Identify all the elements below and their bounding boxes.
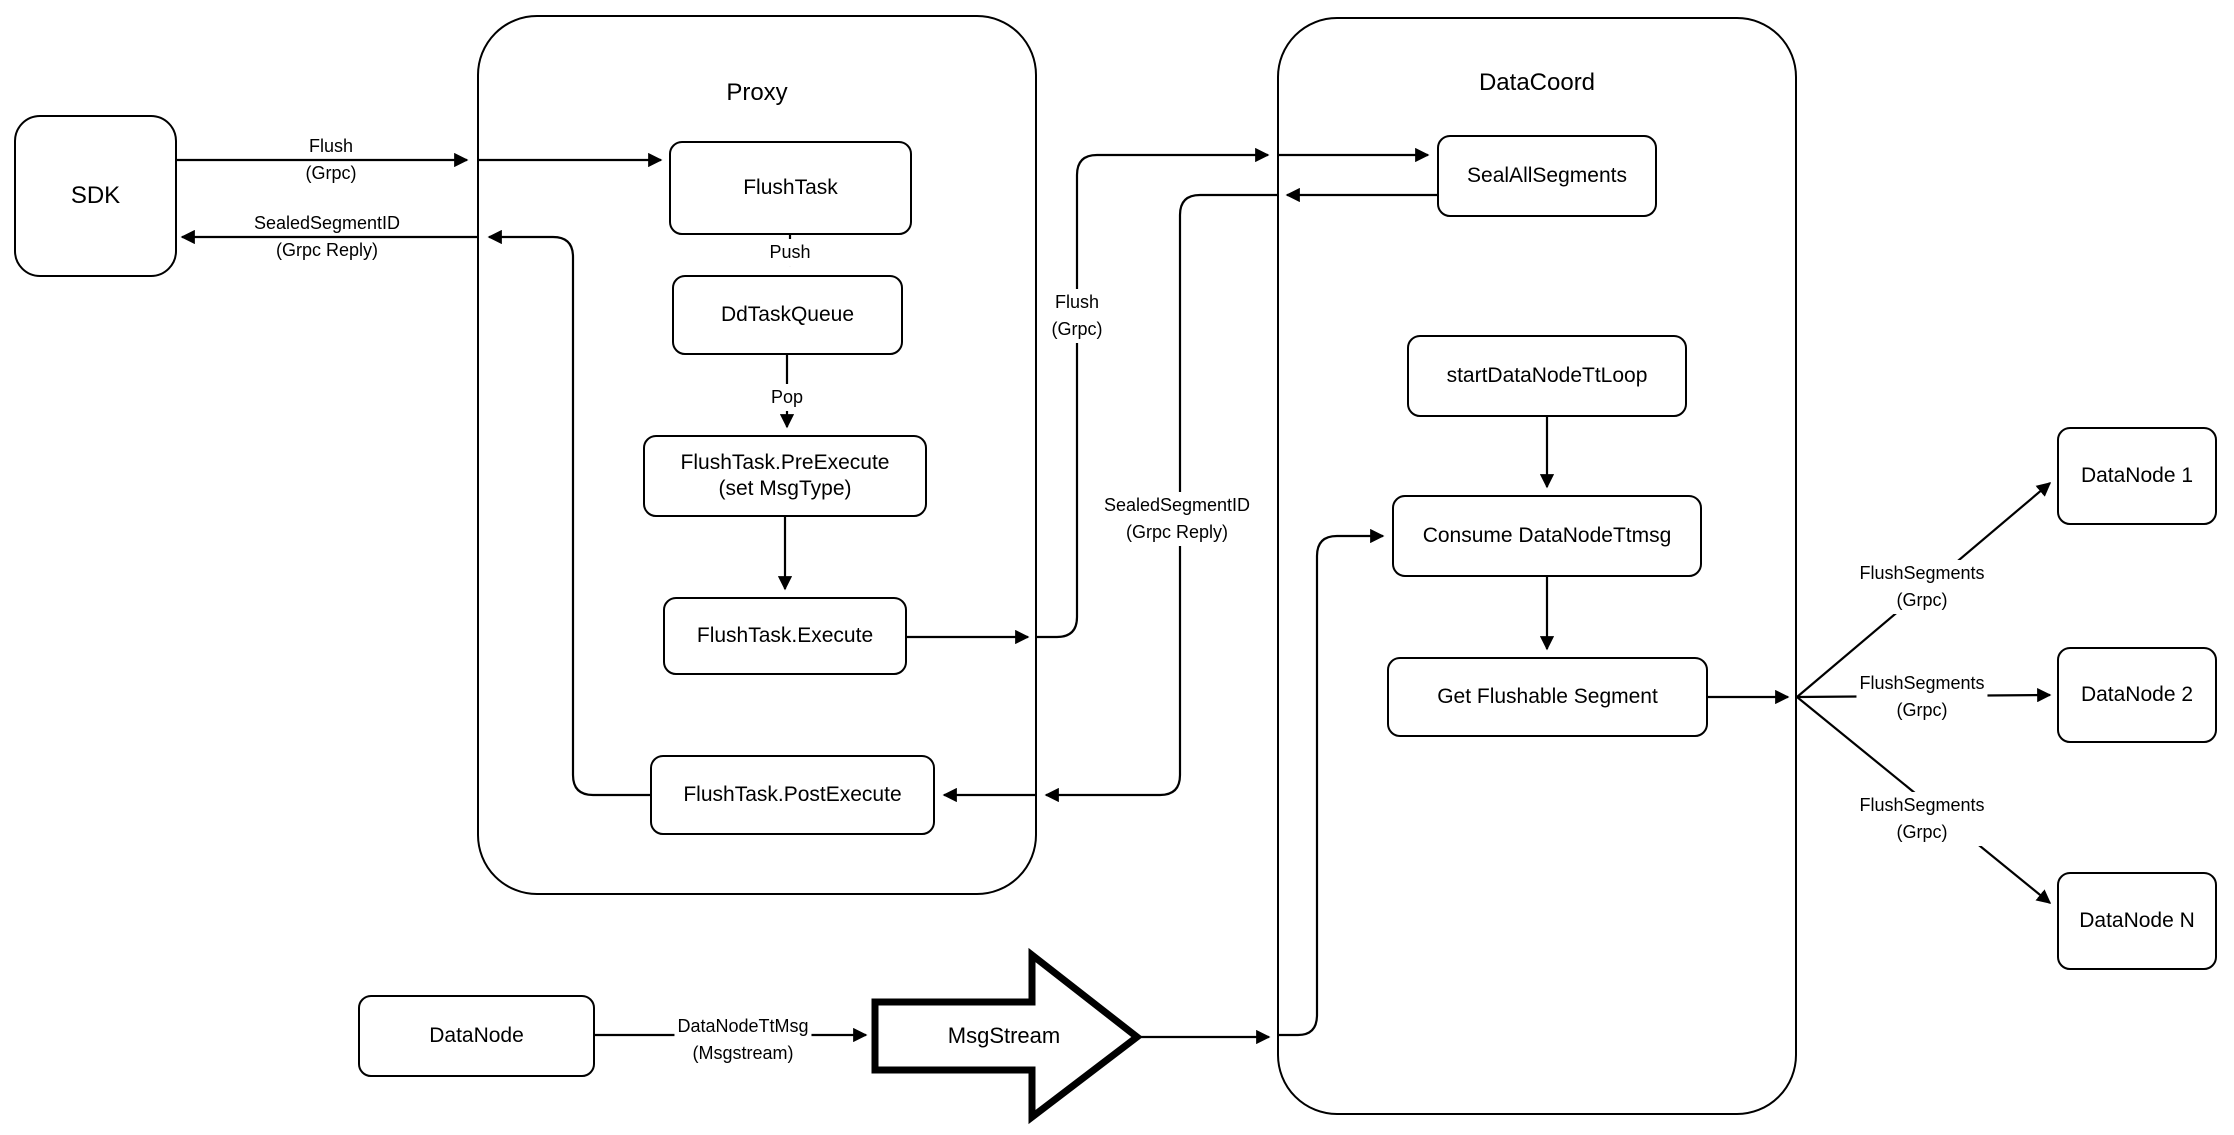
edge-label-flushsegments-3: FlushSegments (Grpc) [1856, 792, 1988, 846]
edge-label-flushsegments-2-line2: (Grpc) [1896, 700, 1948, 720]
proxy-container-title: Proxy [726, 79, 788, 106]
node-startdatanodettloop-label: startDataNodeTtLoop [1446, 364, 1648, 387]
edge-postexecute-feedback [487, 229, 650, 797]
edge-label-flush-sdk: Flush (Grpc) [306, 133, 357, 187]
node-sealallsegments: SealAllSegments [1437, 135, 1657, 217]
edge-label-datanodettmsg-line2: (Msgstream) [692, 1043, 794, 1063]
edge-label-flushsegments-1-line1: FlushSegments [1859, 563, 1985, 583]
edge-label-sealedsegmentid-sdk: SealedSegmentID (Grpc Reply) [254, 210, 400, 264]
datacoord-container-title: DataCoord [1478, 69, 1596, 96]
edge-label-datanodettmsg: DataNodeTtMsg (Msgstream) [674, 1013, 812, 1067]
node-consume-datanodettmsg: Consume DataNodeTtmsg [1392, 495, 1702, 577]
node-ddtaskqueue: DdTaskQueue [672, 275, 903, 355]
node-ddtaskqueue-label: DdTaskQueue [720, 303, 855, 326]
edge-label-sealedsegmentid-mid-line1: SealedSegmentID [1103, 495, 1251, 515]
node-preexecute-label-line2: (set MsgType) [718, 477, 852, 500]
edge-label-sealedsegmentid-sdk-line2: (Grpc Reply) [275, 240, 378, 260]
node-execute-label: FlushTask.Execute [696, 624, 874, 647]
edge-datacoord-to-consume [1277, 528, 1385, 1037]
node-get-flushable-segment: Get Flushable Segment [1387, 657, 1708, 737]
msgstream-block-arrow [871, 947, 1143, 1125]
node-datanode-2-label: DataNode 2 [2080, 683, 2194, 706]
edge-label-sealedsegmentid-sdk-line1: SealedSegmentID [253, 213, 401, 233]
msgstream-label: MsgStream [947, 1023, 1061, 1048]
node-datanode-source: DataNode [358, 995, 595, 1077]
node-datanode-2: DataNode 2 [2057, 647, 2217, 743]
edge-label-flushsegments-2: FlushSegments (Grpc) [1856, 670, 1988, 724]
node-sdk-label: SDK [70, 182, 121, 209]
node-get-flushable-segment-label: Get Flushable Segment [1437, 685, 1658, 708]
node-postexecute: FlushTask.PostExecute [650, 755, 935, 835]
edge-label-pop: Pop [767, 384, 807, 411]
edge-label-flushsegments-1: FlushSegments (Grpc) [1856, 560, 1988, 614]
node-datanode-1-label: DataNode 1 [2080, 464, 2194, 487]
edge-label-datanodettmsg-line1: DataNodeTtMsg [677, 1016, 809, 1036]
node-startdatanodettloop: startDataNodeTtLoop [1407, 335, 1687, 417]
node-datanode-1: DataNode 1 [2057, 427, 2217, 525]
node-datanode-n-label: DataNode N [2079, 909, 2195, 932]
edge-label-flush-sdk-line1: Flush [308, 136, 353, 156]
node-flushtask-label: FlushTask [743, 176, 838, 199]
edge-label-flushsegments-1-line2: (Grpc) [1896, 590, 1948, 610]
edge-flush-riser [1037, 147, 1270, 639]
node-postexecute-label: FlushTask.PostExecute [683, 783, 902, 806]
node-flushtask: FlushTask [669, 141, 912, 235]
edge-label-flush-mid: Flush (Grpc) [1048, 289, 1106, 343]
edge-label-flushsegments-3-line2: (Grpc) [1896, 822, 1948, 842]
node-execute: FlushTask.Execute [663, 597, 907, 675]
edge-label-flushsegments-3-line1: FlushSegments [1859, 795, 1985, 815]
edge-label-push: Push [766, 239, 814, 266]
node-sealallsegments-label: SealAllSegments [1467, 164, 1627, 187]
datacoord-container [1277, 17, 1797, 1115]
edge-label-flush-mid-line2: (Grpc) [1051, 319, 1103, 339]
node-sdk: SDK [14, 115, 177, 277]
node-consume-datanodettmsg-label: Consume DataNodeTtmsg [1422, 524, 1672, 547]
edge-label-flush-sdk-line2: (Grpc) [305, 163, 357, 183]
edge-label-sealedsegmentid-mid: SealedSegmentID (Grpc Reply) [1100, 492, 1254, 546]
edge-label-flushsegments-2-line1: FlushSegments [1859, 673, 1985, 693]
node-preexecute-label-line1: FlushTask.PreExecute [680, 451, 890, 474]
proxy-container [477, 15, 1037, 895]
node-preexecute: FlushTask.PreExecute (set MsgType) [643, 435, 927, 517]
node-datanode-source-label: DataNode [429, 1024, 524, 1047]
node-datanode-n: DataNode N [2057, 872, 2217, 970]
edge-label-flush-mid-line1: Flush [1054, 292, 1099, 312]
edge-label-sealedsegmentid-mid-line2: (Grpc Reply) [1125, 522, 1228, 542]
